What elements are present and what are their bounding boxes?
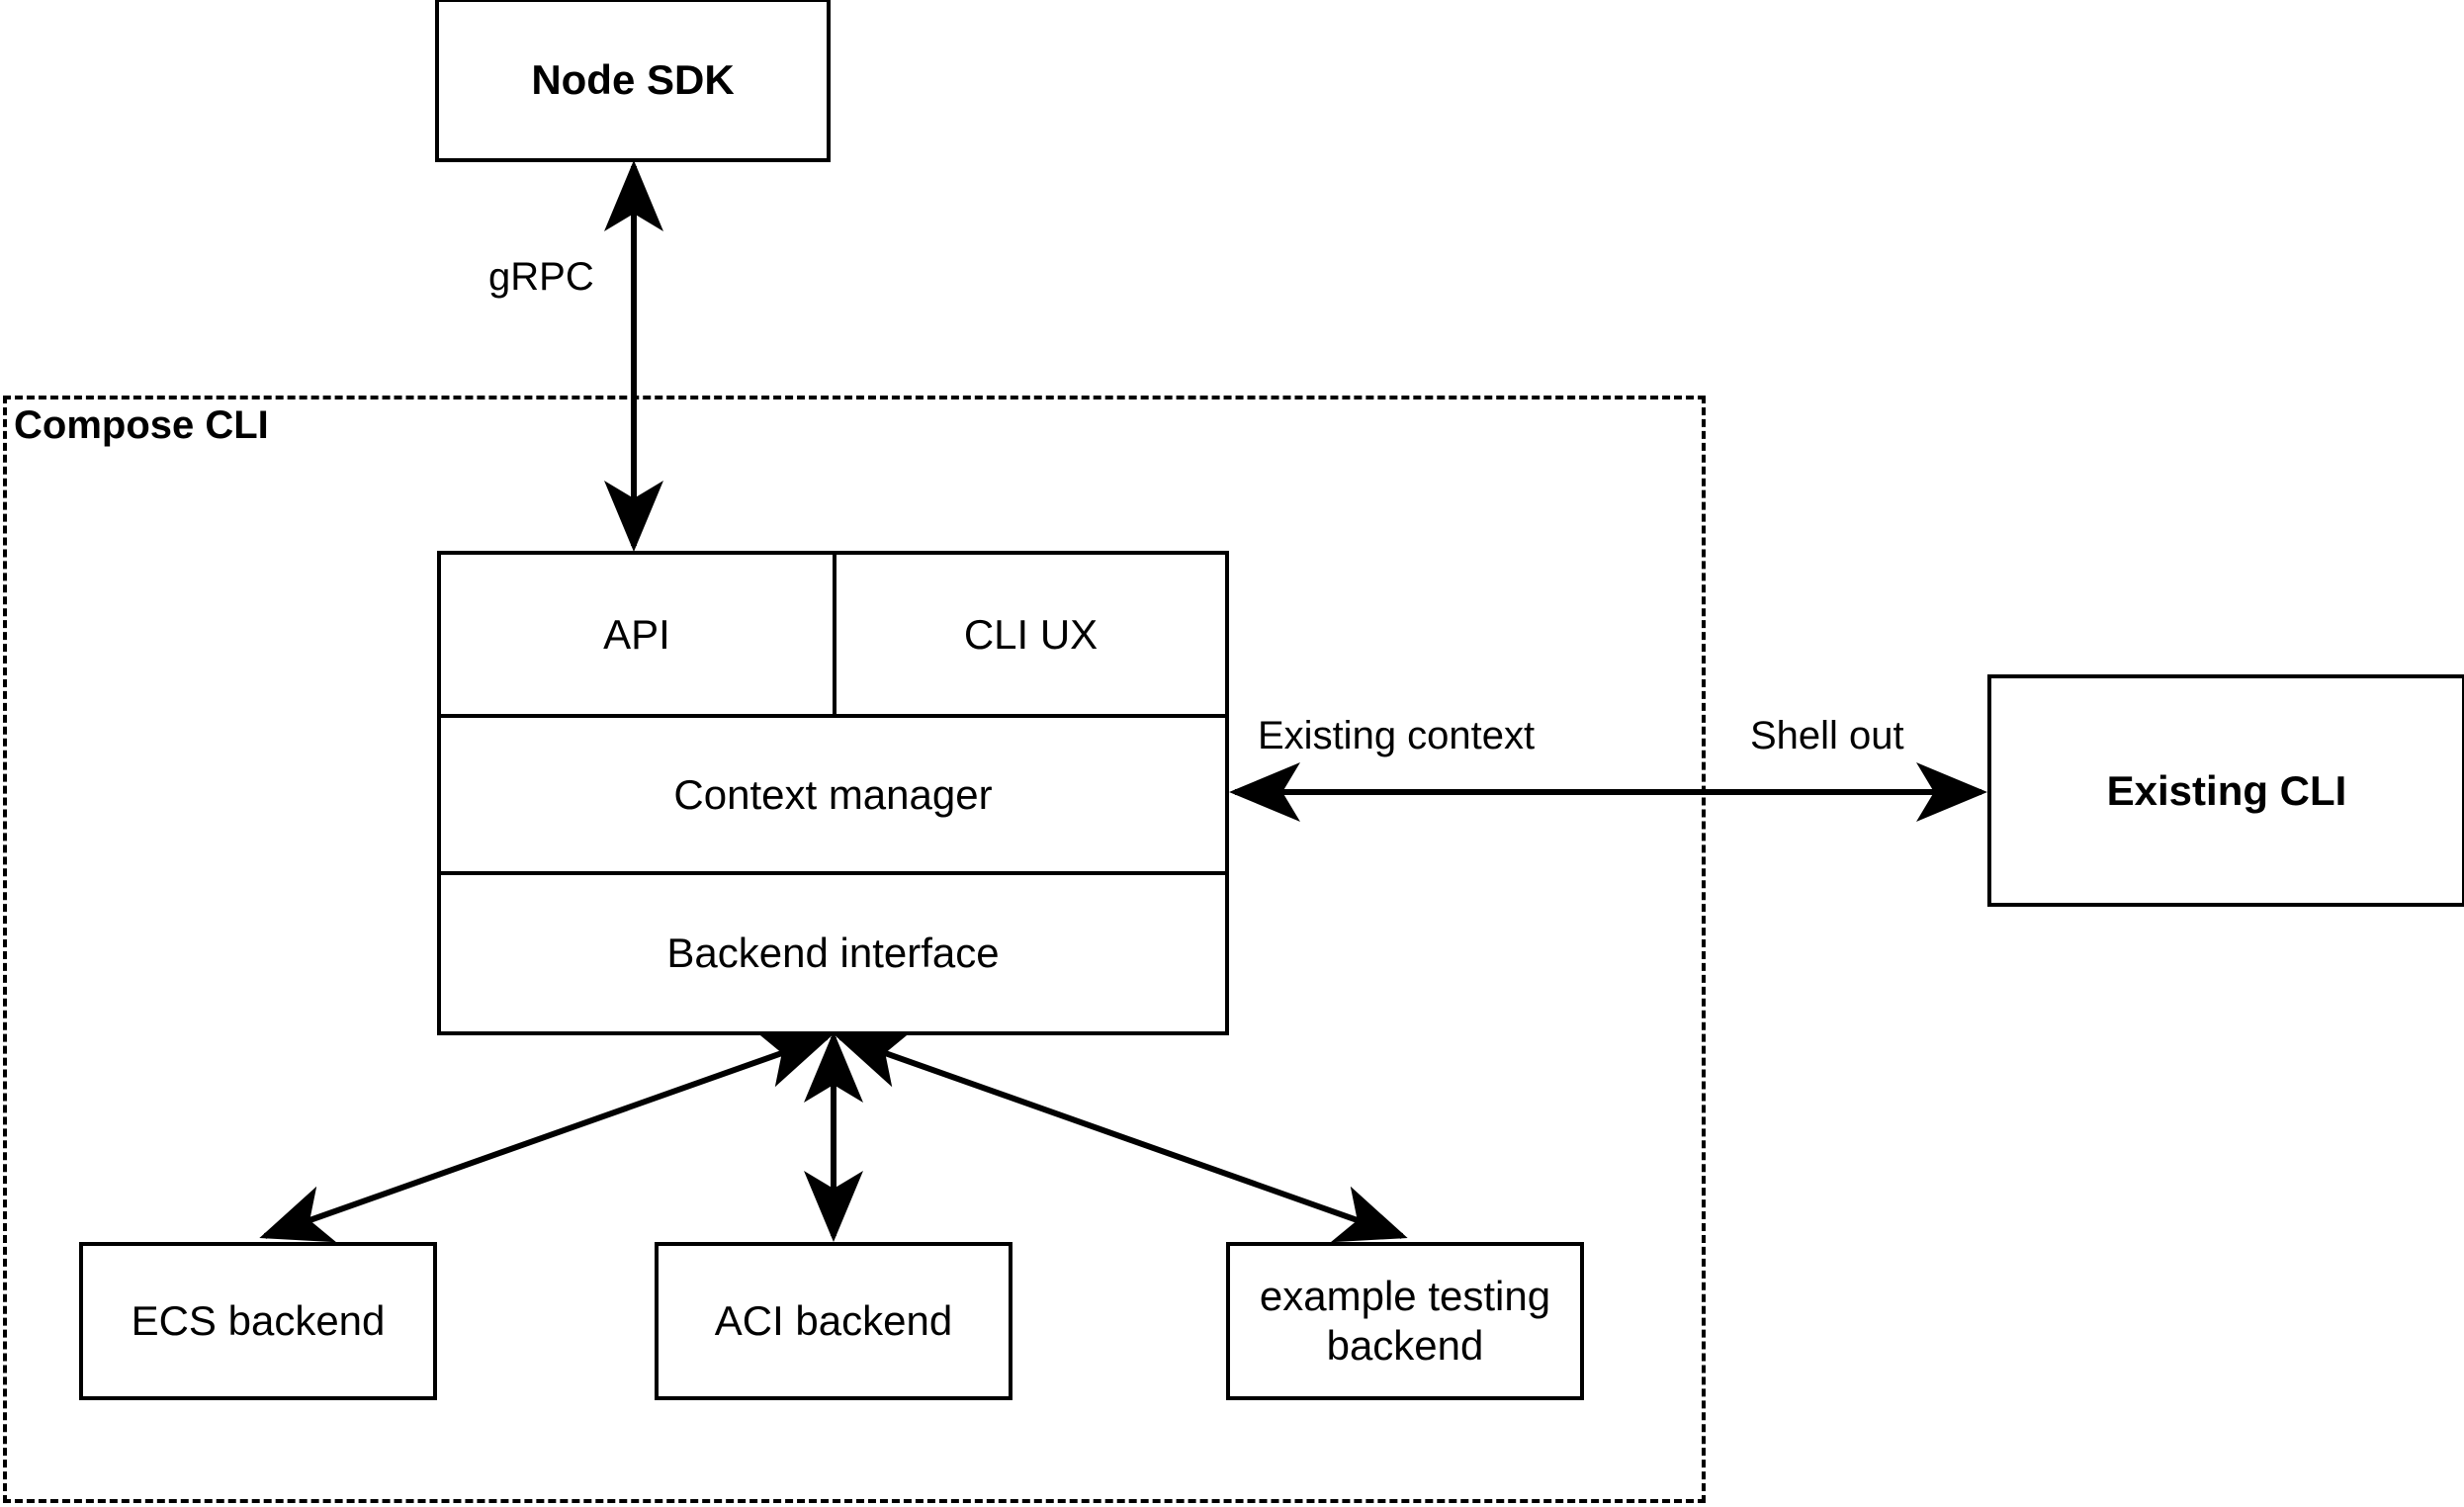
node-existing-cli-label: Existing CLI [2106,766,2347,814]
edge-label-grpc: gRPC [484,255,598,300]
group-compose-cli-title: Compose CLI [14,403,269,447]
group-compose-cli [3,396,1706,1503]
node-api[interactable]: API [441,555,833,714]
node-api-label: API [603,610,670,658]
node-cli-ux[interactable]: CLI UX [833,555,1225,714]
compose-core-row-top: API CLI UX [441,555,1225,714]
node-ecs-backend[interactable]: ECS backend [79,1242,437,1400]
node-ecs-backend-label: ECS backend [131,1297,386,1345]
node-example-testing-backend-label-line2: backend [1326,1322,1484,1369]
node-backend-interface-label: Backend interface [666,930,1000,976]
node-aci-backend-label: ACI backend [714,1297,953,1345]
node-backend-interface[interactable]: Backend interface [441,875,1225,1031]
node-example-testing-backend[interactable]: example testing backend [1226,1242,1584,1400]
node-node-sdk[interactable]: Node SDK [435,0,831,162]
node-cli-ux-label: CLI UX [963,610,1099,658]
compose-core-row-bottom: Backend interface [441,871,1225,1031]
compose-core-row-middle: Context manager [441,714,1225,871]
edge-label-shell-out: Shell out [1746,714,1908,758]
node-context-manager-label: Context manager [673,770,993,818]
node-example-testing-backend-label-line1: example testing [1259,1273,1551,1320]
node-compose-core: API CLI UX Context manager Backend inter… [437,551,1229,1035]
node-existing-cli[interactable]: Existing CLI [1987,674,2464,907]
edge-backend-to-ecs [259,1030,833,1243]
edge-label-existing-context: Existing context [1254,714,1540,758]
node-context-manager[interactable]: Context manager [441,718,1225,871]
node-node-sdk-label: Node SDK [531,56,735,104]
edge-backend-to-example [835,1030,1408,1243]
node-aci-backend[interactable]: ACI backend [655,1242,1012,1400]
